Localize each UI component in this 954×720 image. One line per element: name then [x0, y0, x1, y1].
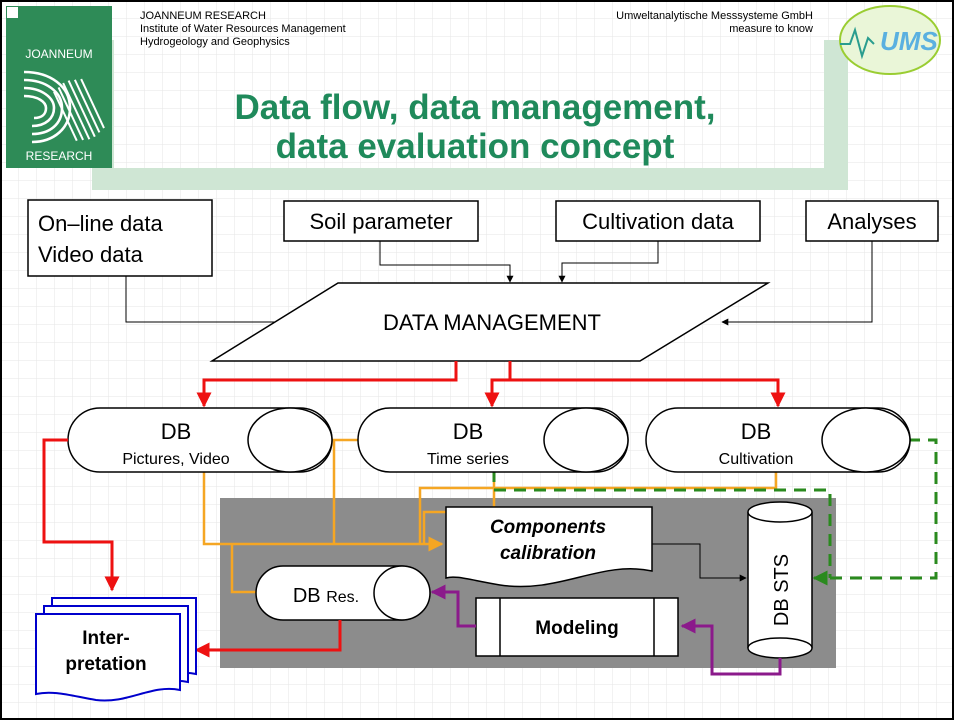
red-interpretation-arrows [42, 438, 342, 658]
interpretation-documents: Inter- pretation [35, 597, 197, 702]
header-right-line-2: measure to know [729, 23, 813, 35]
db-sts-label: DB STS [771, 554, 793, 626]
online-data-label: On–line data [38, 211, 164, 236]
ums-logo: UMS [839, 5, 941, 75]
modeling-box: Modeling [475, 597, 679, 657]
online-video-box: On–line data Video data [27, 199, 213, 277]
header-left-line-1: JOANNEUM RESEARCH [140, 10, 266, 22]
data-management-shape: DATA MANAGEMENT [209, 282, 771, 362]
db-time-series: DB Time series [357, 407, 629, 473]
db-cultivation: DB Cultivation [645, 407, 911, 473]
analyses-label: Analyses [827, 209, 916, 234]
sidebar-right-band [824, 40, 848, 190]
db-pictures-video: DB Pictures, Video [67, 407, 333, 473]
soil-parameter-label: Soil parameter [309, 209, 452, 234]
cultivation-data-label: Cultivation data [582, 209, 734, 234]
header-left-line-3: Hydrogeology and Geophysics [140, 36, 290, 48]
interpretation-line-2: pretation [65, 654, 146, 675]
calibration-label: calibration [500, 543, 596, 564]
db-pictures-title: DB [161, 419, 192, 444]
interpretation-line-1: Inter- [82, 628, 130, 649]
db-cultivation-title: DB [741, 419, 772, 444]
db-res-capsule: DB Res. [255, 565, 431, 621]
db-sts-cylinder: DB STS [747, 501, 813, 659]
calibration-to-sts-arrow [652, 543, 747, 582]
logo-joanneum-text: JOANNEUM [25, 47, 92, 61]
input-connectors [125, 241, 873, 326]
soil-parameter-box: Soil parameter [283, 200, 479, 242]
title-line-1: Data flow, data management, [234, 88, 715, 127]
logo-ums-text: UMS [880, 26, 938, 56]
db-pictures-subtitle: Pictures, Video [122, 451, 229, 468]
title-line-2: data evaluation concept [276, 127, 675, 166]
purple-flow-lines [430, 584, 782, 676]
logo-research-text: RESEARCH [26, 149, 93, 163]
db-timeseries-subtitle: Time series [427, 451, 509, 468]
components-calibration-box: Components calibration [445, 506, 653, 588]
title-band [114, 168, 824, 190]
components-label: Components [490, 517, 606, 538]
db-res-label: DB Res. [293, 585, 359, 607]
db-cultivation-subtitle: Cultivation [719, 451, 794, 468]
header-left-line-2: Institute of Water Resources Management [140, 23, 346, 35]
cultivation-data-box: Cultivation data [555, 200, 761, 242]
analyses-box: Analyses [805, 200, 939, 242]
video-data-label: Video data [38, 242, 144, 267]
header-right-line-1: Umweltanalytische Messsysteme GmbH [616, 10, 813, 22]
green-dashed-flow [492, 438, 938, 586]
db-timeseries-title: DB [453, 419, 484, 444]
data-management-label: DATA MANAGEMENT [383, 310, 601, 335]
modeling-label: Modeling [535, 618, 618, 639]
joanneum-logo: JOANNEUM RESEARCH [6, 6, 112, 168]
red-db-arrows [196, 361, 786, 408]
